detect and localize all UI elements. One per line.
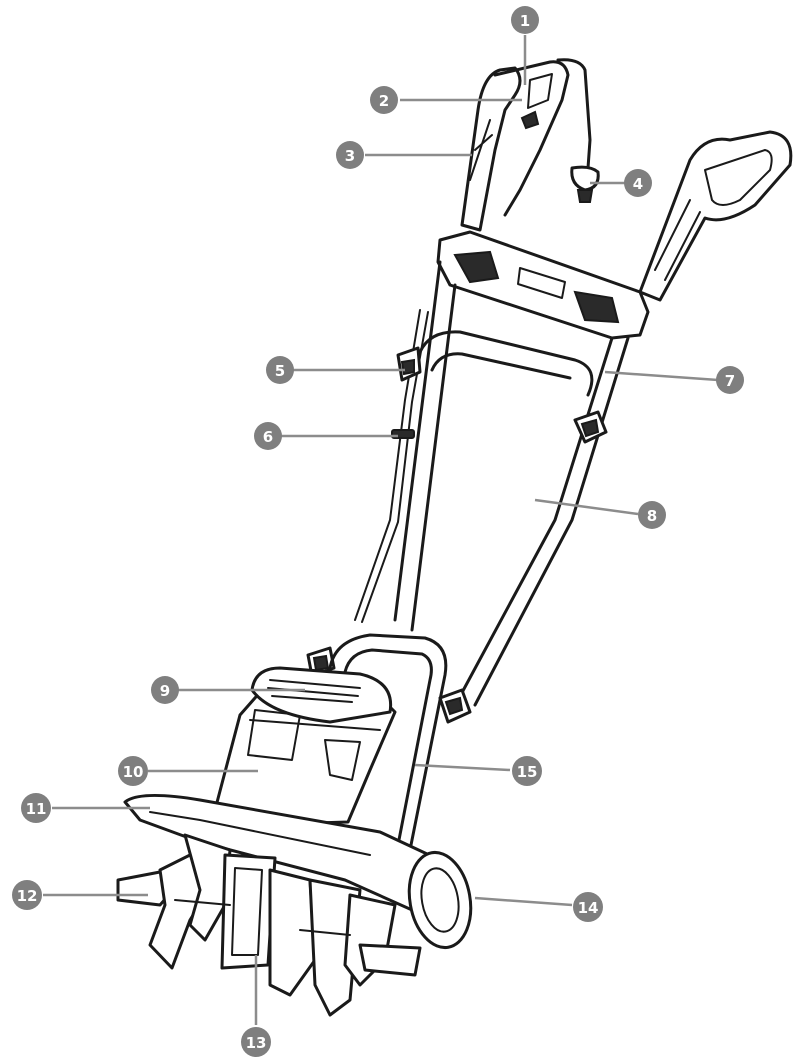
callout-11: 11 — [21, 793, 51, 823]
callout-label: 2 — [379, 92, 389, 110]
callout-label: 9 — [160, 682, 170, 700]
leader-line-8 — [534, 498, 639, 516]
callout-6: 6 — [254, 422, 282, 450]
callout-13: 13 — [241, 1027, 271, 1057]
callout-label: 10 — [123, 763, 144, 781]
callout-2: 2 — [370, 86, 398, 114]
callout-3: 3 — [336, 141, 364, 169]
leader-line-15 — [414, 763, 511, 772]
callout-14: 14 — [573, 892, 603, 922]
callout-label: 15 — [517, 763, 538, 781]
callout-label: 3 — [345, 147, 355, 165]
leader-line-7 — [604, 370, 719, 382]
callout-7: 7 — [716, 366, 744, 394]
callout-5: 5 — [266, 356, 294, 384]
leader-lines — [43, 35, 719, 1025]
knob-lower-right — [438, 688, 472, 724]
left-handle-grip — [460, 58, 592, 232]
motor-cover — [250, 666, 393, 724]
lower-frame — [328, 633, 448, 852]
callout-8: 8 — [638, 501, 666, 529]
leader-line-14 — [474, 896, 573, 907]
callout-10: 10 — [118, 756, 148, 786]
tine-shield — [123, 793, 447, 920]
callout-label: 7 — [725, 372, 735, 390]
callout-label: 8 — [647, 507, 657, 525]
tiller-illustration — [116, 58, 793, 1017]
power-plug — [570, 165, 600, 203]
callout-9: 9 — [151, 676, 179, 704]
callout-label: 13 — [246, 1034, 267, 1052]
callout-1: 1 — [511, 6, 539, 34]
knob-upper-left — [396, 346, 422, 382]
callout-label: 4 — [633, 175, 643, 193]
callout-15: 15 — [512, 756, 542, 786]
callout-label: 6 — [263, 428, 273, 446]
callout-label: 11 — [26, 800, 47, 818]
upper-frame — [393, 260, 630, 707]
callout-12: 12 — [12, 880, 42, 910]
handle-crossbar — [436, 230, 650, 340]
callout-label: 5 — [275, 362, 285, 380]
callout-label: 12 — [17, 887, 38, 905]
knob-upper-right — [573, 410, 608, 444]
right-handle-grip — [638, 130, 793, 302]
callout-label: 1 — [520, 12, 530, 30]
transport-wheel — [407, 850, 473, 950]
tines — [116, 833, 422, 1017]
callout-4: 4 — [624, 169, 652, 197]
callout-label: 14 — [578, 899, 599, 917]
